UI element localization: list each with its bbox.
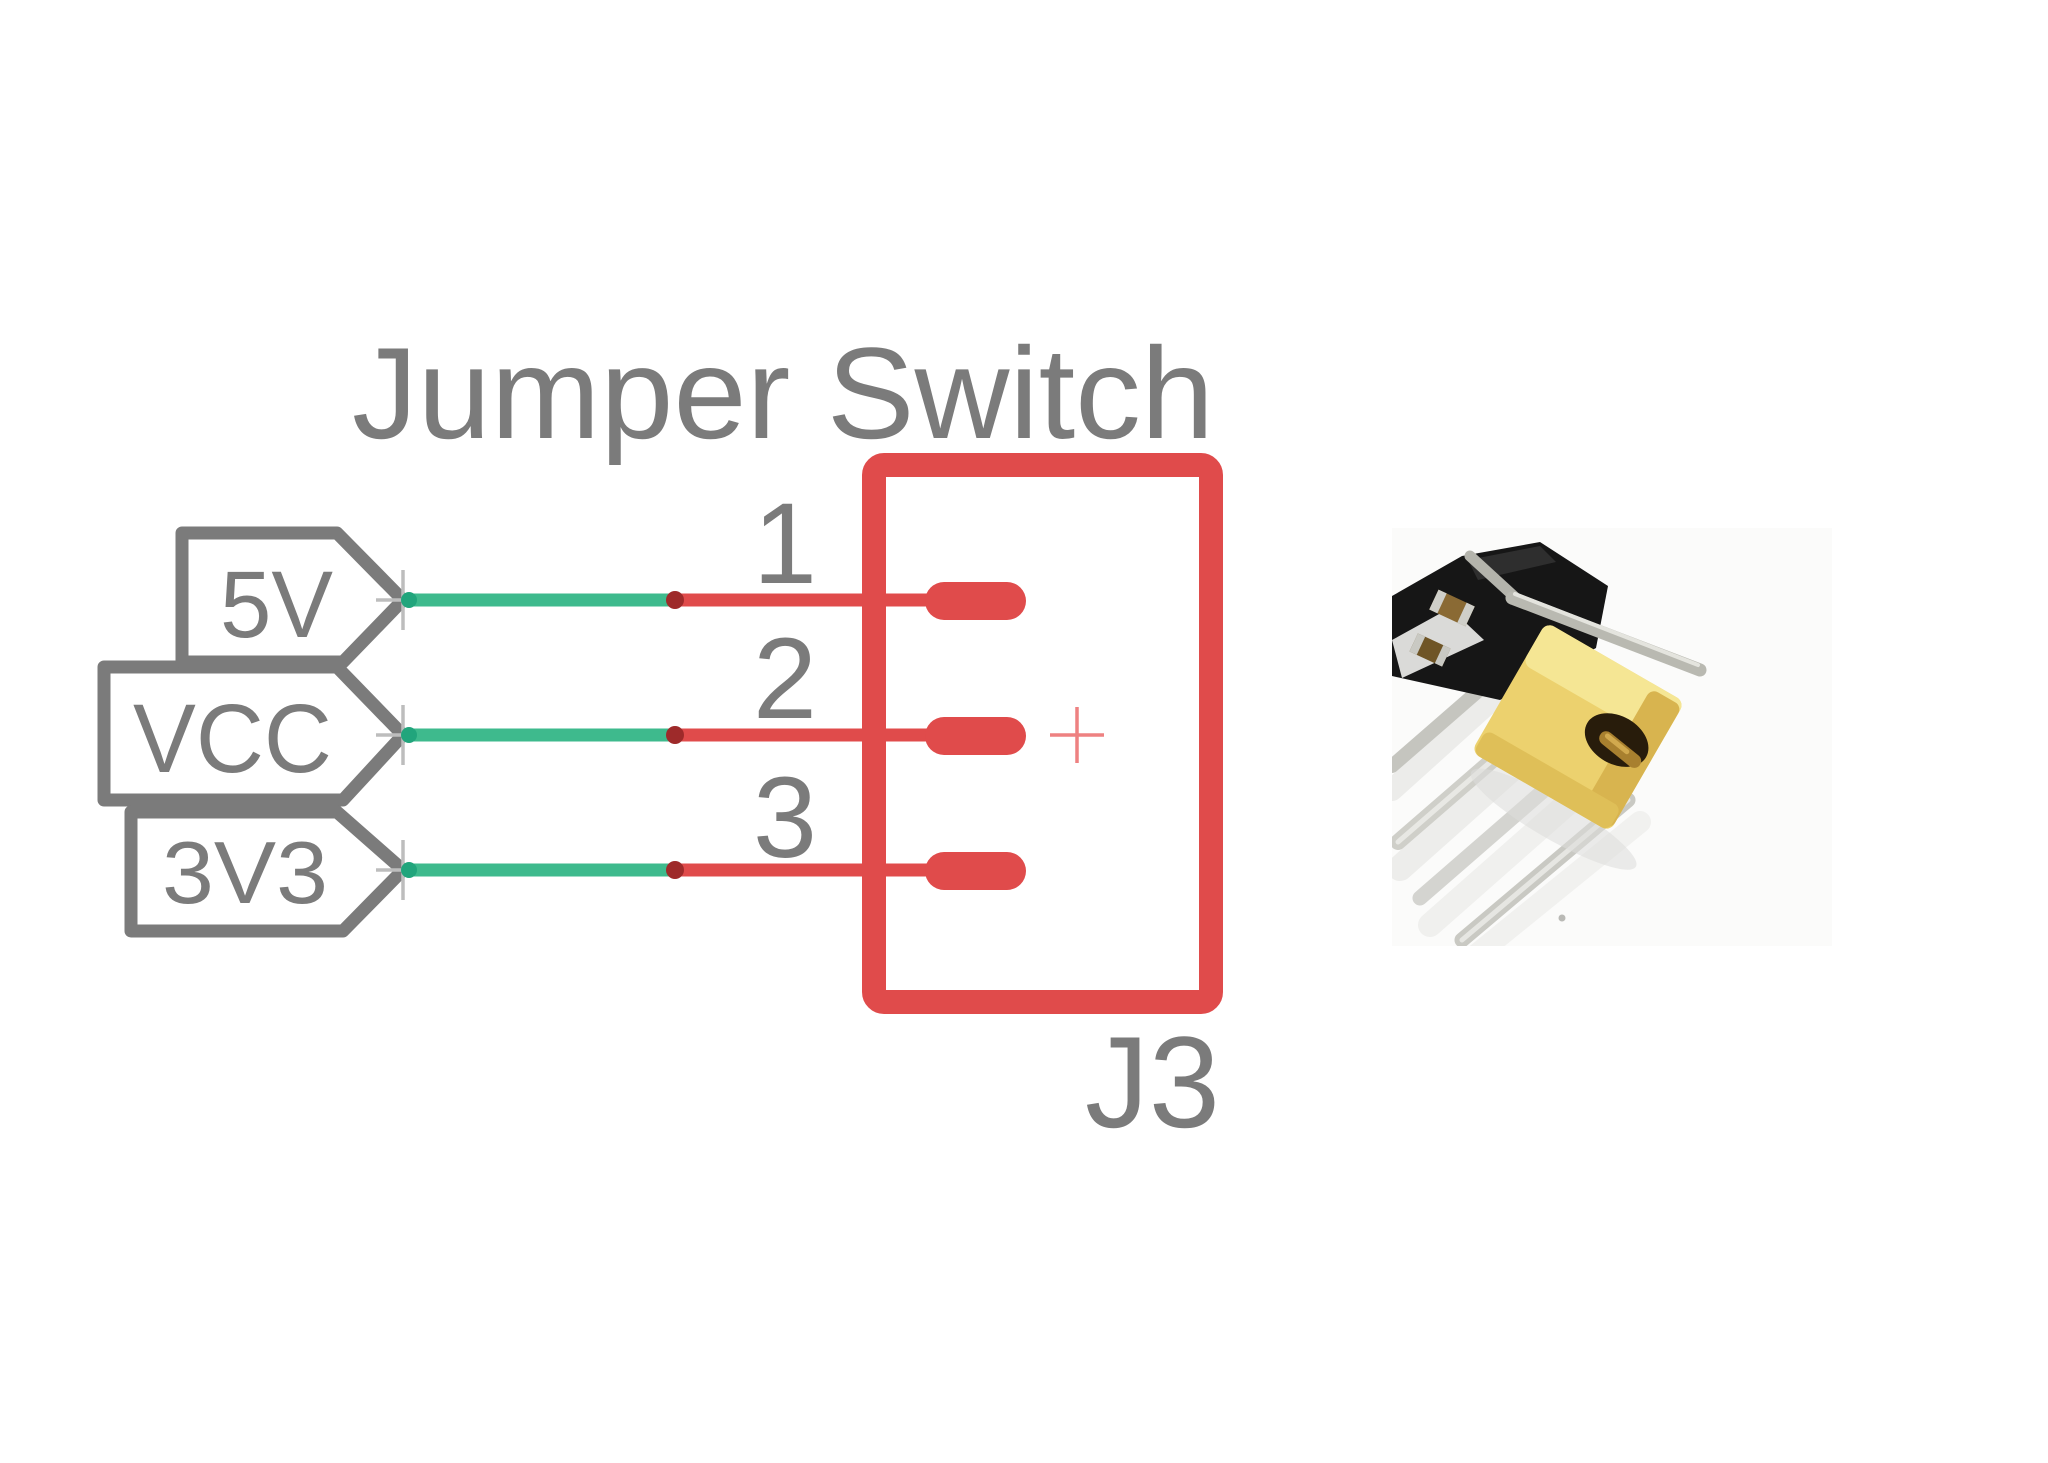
wire-5v-to-pin1 bbox=[401, 591, 930, 609]
wire-start-dot bbox=[401, 592, 417, 608]
flag-label: VCC bbox=[133, 684, 332, 793]
connector-pin1-pad bbox=[925, 582, 1026, 620]
wire-3v3-to-pin3 bbox=[401, 861, 930, 879]
connector-anchor-crosshair-icon bbox=[1050, 707, 1104, 763]
power-flag-3v3: 3V3 bbox=[124, 805, 410, 938]
jumper-cap bbox=[1470, 625, 1682, 870]
schematic-title: Jumper Switch bbox=[352, 320, 1214, 466]
connector-j3: 1 2 3 J3 bbox=[753, 453, 1223, 1155]
power-flag-vcc: VCC bbox=[97, 660, 410, 807]
pin-number-2: 2 bbox=[753, 615, 817, 743]
gold-pin-highlight bbox=[1604, 733, 1630, 755]
connector-pin3-pad bbox=[925, 852, 1026, 890]
wire-vcc-to-pin2 bbox=[401, 726, 930, 744]
wire-junction-dot bbox=[666, 591, 684, 609]
pin-number-1: 1 bbox=[753, 480, 817, 608]
pin-number-3: 3 bbox=[753, 754, 817, 882]
flag-label: 3V3 bbox=[162, 823, 328, 922]
wire-start-dot bbox=[401, 727, 417, 743]
jumper-photo bbox=[1392, 528, 1832, 946]
wire-junction-dot bbox=[666, 861, 684, 879]
photo-speck bbox=[1558, 914, 1566, 922]
flag-label: 5V bbox=[220, 552, 333, 658]
power-flag-5v: 5V bbox=[175, 526, 410, 669]
smd-component bbox=[1409, 633, 1451, 667]
connector-pin2-pad bbox=[925, 717, 1026, 755]
connector-body-outline bbox=[862, 453, 1223, 1014]
connector-designator: J3 bbox=[1085, 1009, 1220, 1155]
jumper-cap-shadow bbox=[1470, 768, 1637, 870]
bent-header-pin bbox=[1464, 550, 1707, 677]
jumper-cap-bottom-shade bbox=[1475, 732, 1619, 829]
wire-start-dot bbox=[401, 862, 417, 878]
flag-outline bbox=[175, 526, 410, 669]
wire-junction-dot bbox=[666, 726, 684, 744]
flag-outline bbox=[124, 805, 410, 938]
smd-component bbox=[1429, 589, 1475, 627]
